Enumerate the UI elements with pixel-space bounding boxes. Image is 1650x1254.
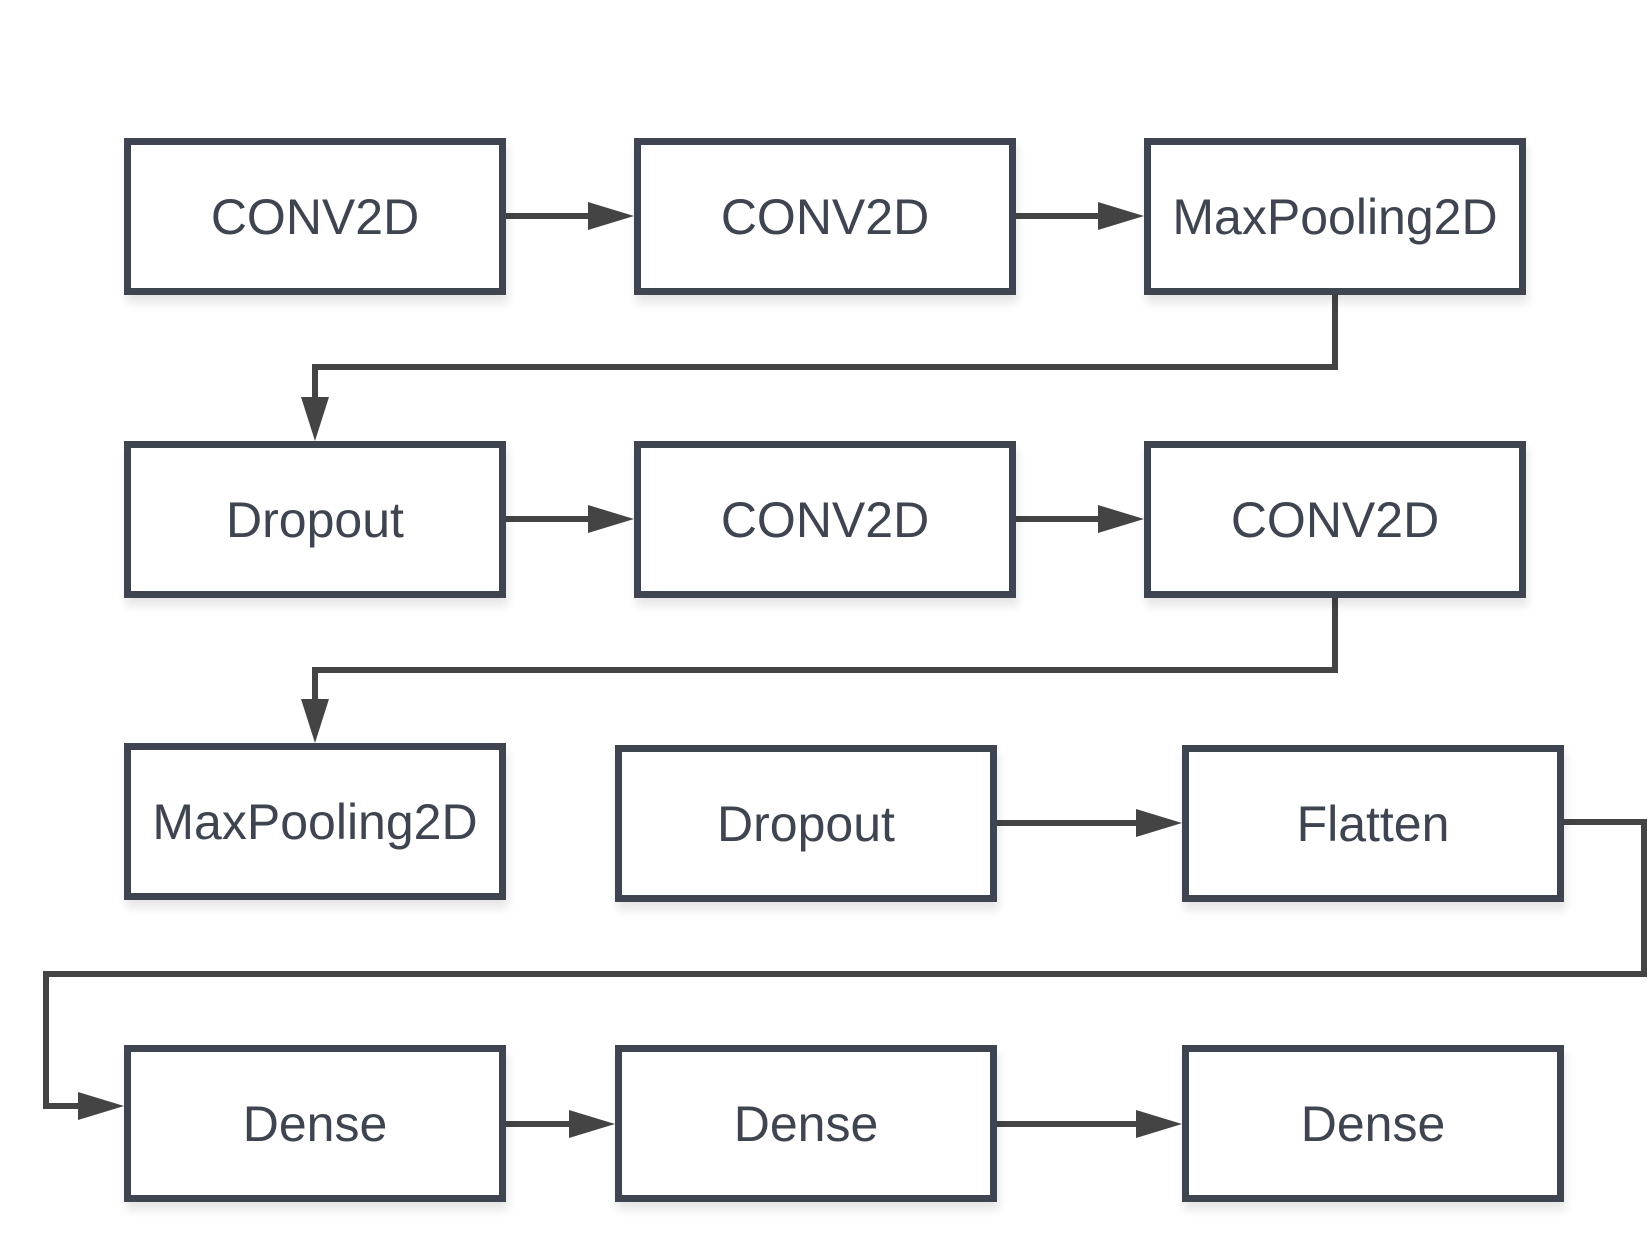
node-maxpooling2d-1: MaxPooling2D	[1144, 138, 1526, 295]
arrowhead-n3-n4	[301, 397, 329, 441]
node-label: CONV2D	[720, 491, 930, 548]
node-conv2d-4: CONV2D	[1144, 441, 1526, 598]
node-dense-1: Dense	[124, 1045, 506, 1202]
arrowhead-n2-n3	[1098, 202, 1144, 230]
node-label: Flatten	[1296, 795, 1450, 852]
node-label: MaxPooling2D	[1172, 188, 1498, 245]
node-dropout-2: Dropout	[615, 745, 997, 902]
node-maxpooling2d-2: MaxPooling2D	[124, 743, 506, 900]
node-label: Dense	[733, 1095, 879, 1152]
node-flatten: Flatten	[1182, 745, 1564, 902]
node-dropout-1: Dropout	[124, 441, 506, 598]
arrowhead-n1-n2	[588, 202, 634, 230]
arrowhead-n6-n7	[301, 699, 329, 743]
node-conv2d-3: CONV2D	[634, 441, 1016, 598]
arrowhead-n4-n5	[588, 505, 634, 533]
node-conv2d-2: CONV2D	[634, 138, 1016, 295]
arrowhead-n10-n11	[569, 1110, 615, 1138]
arrowhead-n9-n10	[78, 1092, 124, 1120]
node-label: Dense	[1300, 1095, 1446, 1152]
node-label: CONV2D	[210, 188, 420, 245]
node-conv2d-1: CONV2D	[124, 138, 506, 295]
node-label: CONV2D	[720, 188, 930, 245]
arrowhead-n8-n9	[1136, 809, 1182, 837]
node-label: MaxPooling2D	[152, 793, 478, 850]
arrowhead-n5-n6	[1098, 505, 1144, 533]
node-dense-3: Dense	[1182, 1045, 1564, 1202]
node-label: Dropout	[717, 795, 895, 852]
node-label: Dropout	[226, 491, 404, 548]
edge-n3-n4	[312, 295, 1338, 397]
arrowhead-n11-n12	[1136, 1110, 1182, 1138]
node-dense-2: Dense	[615, 1045, 997, 1202]
node-label: Dense	[242, 1095, 388, 1152]
edge-n6-n7	[312, 598, 1338, 699]
node-label: CONV2D	[1230, 491, 1440, 548]
edge-n9-n10	[43, 819, 1647, 1109]
